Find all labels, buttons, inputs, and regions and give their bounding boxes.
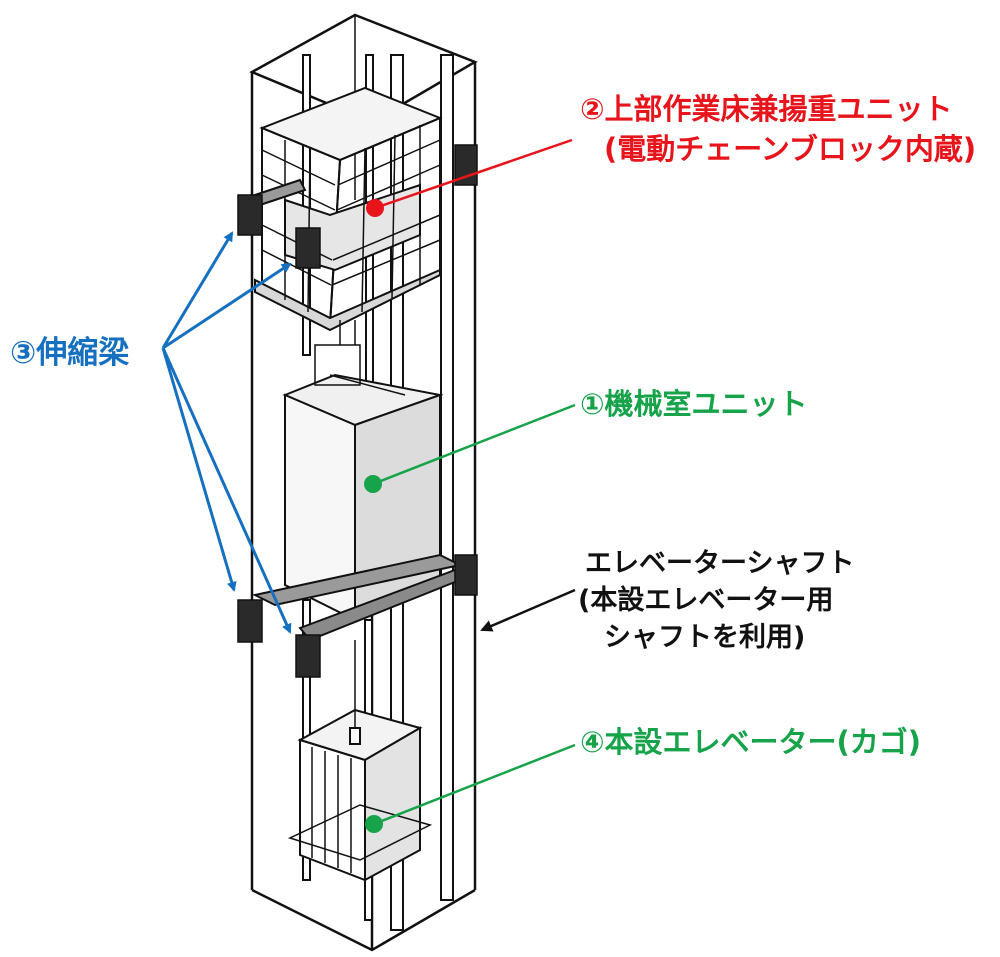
label-shaft-line3: シャフトを利用) — [604, 622, 806, 653]
upper-work-platform — [254, 86, 443, 332]
label-beam: ③伸縮梁 — [10, 335, 130, 371]
label-upper-unit-line1: ②上部作業床兼揚重ユニット — [580, 92, 953, 126]
label-car: ④本設エレベーター(カゴ) — [580, 725, 922, 759]
label-shaft-line2: (本設エレベーター用 — [578, 585, 834, 616]
label-upper-unit-line2: (電動チェーンブロック内蔵) — [604, 132, 977, 166]
callout-beam-arrows — [161, 231, 292, 634]
callout-shaft-arrow — [480, 588, 576, 632]
label-shaft-line1: エレベーターシャフト — [585, 548, 855, 579]
label-machine-room: ①機械室ユニット — [580, 387, 808, 421]
elevator-car — [287, 640, 433, 882]
callout-car — [365, 743, 576, 833]
callout-machine-room — [364, 403, 576, 493]
callout-upper-unit — [366, 138, 573, 217]
beam-clamps — [237, 144, 478, 678]
